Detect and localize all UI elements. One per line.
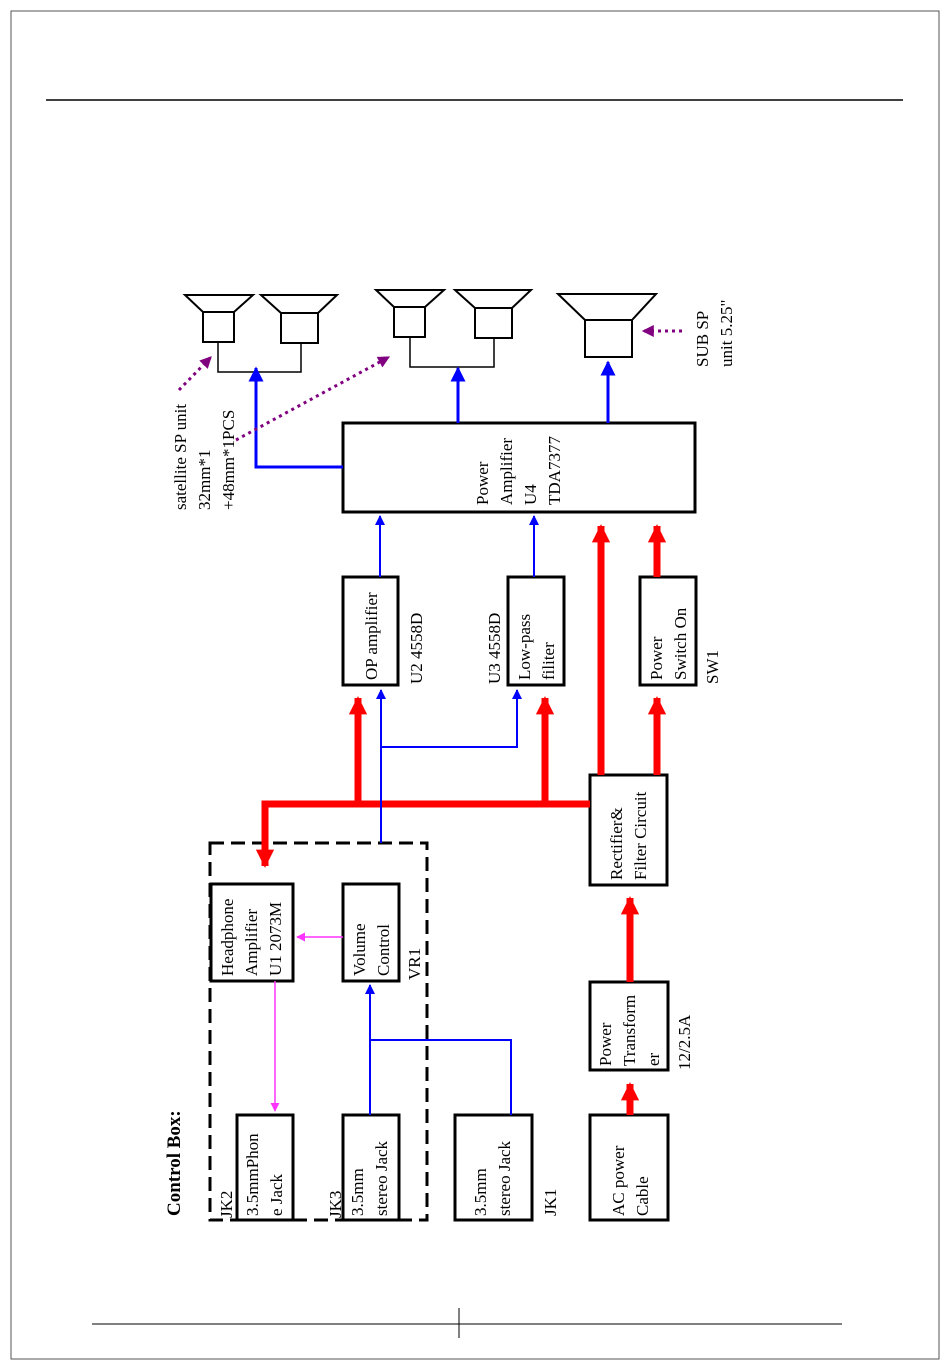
satellite-line-3: +48mm*1PCS <box>219 410 238 510</box>
mid-speaker-wire <box>409 337 495 368</box>
phone-jack-jk2-block <box>235 1113 295 1222</box>
volume-control-block <box>341 882 401 983</box>
lowpass-line-2: filiter <box>539 642 558 680</box>
phone-jack-line-2: e Jack <box>267 1173 286 1216</box>
u2-label: U2 4558D <box>407 613 426 684</box>
power-amp-line-3: U4 <box>521 484 540 505</box>
output-to-satellite <box>248 366 343 469</box>
rectifier-to-headphone-amp <box>255 800 590 868</box>
sat-speaker-wire <box>217 342 302 373</box>
headphone-amplifier-block <box>209 882 295 983</box>
transformer-line-2: Transform <box>620 995 639 1066</box>
ac-power-line-1: AC power <box>609 1145 628 1216</box>
headphone-amp-line-1: Headphone <box>218 899 237 976</box>
power-lines <box>255 524 667 1115</box>
stereo-jack-jk3-block <box>341 1113 401 1222</box>
speaker-sat-1-icon <box>182 294 256 343</box>
headphone-amp-line-3: U1 2073M <box>266 902 285 976</box>
jk3-jack-line-1: 3.5mm <box>348 1168 367 1216</box>
op-amplifier-block <box>341 575 400 687</box>
sw1-label: SW1 <box>703 650 722 684</box>
sub-line-1: SUB SP <box>693 311 712 367</box>
jk1-jack-line-1: 3.5mm <box>471 1168 490 1216</box>
power-amp-line-1: Power <box>473 461 492 505</box>
rectifier-block <box>588 773 669 887</box>
transformer-rating: 12/2.5A <box>675 1014 694 1070</box>
satellite-pointer-2 <box>235 355 391 442</box>
ac-power-line-2: Cable <box>633 1176 652 1216</box>
volume-line-1: Volume <box>350 923 369 976</box>
op-amp-label: OP amplifier <box>362 592 381 680</box>
volume-to-lowpass <box>381 689 522 748</box>
transformer-block <box>588 980 670 1072</box>
control-box-frame <box>208 841 429 1222</box>
power-switch-block <box>638 575 698 687</box>
jk1-label: JK1 <box>541 1189 560 1216</box>
speaker-sub-icon <box>555 293 659 358</box>
signal-lines <box>365 689 522 1115</box>
jk1-jack-line-2: stereo Jack <box>495 1140 514 1216</box>
volume-line-2: Control <box>374 924 393 976</box>
stereo-jack-jk1-block <box>453 1113 534 1222</box>
speaker-sat-2-icon <box>258 294 340 344</box>
page-border <box>10 10 940 1360</box>
satellite-pointer-1 <box>177 355 213 392</box>
control-box-label: Control Box: <box>164 1110 185 1216</box>
transformer-line-3: er <box>644 1052 663 1066</box>
jk3-label: JK3 <box>326 1191 345 1218</box>
headphone-amp-line-2: Amplifier <box>242 909 261 976</box>
lowpass-filter-block <box>506 575 566 687</box>
rectifier-line-1: Rectifier& <box>607 807 626 880</box>
ac-power-block <box>588 1113 670 1222</box>
speaker-mid-2-icon <box>452 289 534 339</box>
transformer-line-1: Power <box>596 1022 615 1066</box>
lowpass-line-1: Low-pass <box>515 614 534 680</box>
satellite-line-1: satellite SP unit <box>171 404 190 510</box>
phone-jack-line-1: 3.5mmPhon <box>243 1133 262 1216</box>
power-switch-line-1: Power <box>647 636 666 680</box>
jk3-jack-line-2: stereo Jack <box>372 1140 391 1216</box>
satellite-line-2: 32mm*1 <box>195 450 214 510</box>
power-amplifier-block <box>341 421 697 514</box>
jk1-signal <box>370 1039 512 1115</box>
rectifier-line-2: Filter Circuit <box>631 791 650 880</box>
jk2-label: JK2 <box>217 1191 236 1218</box>
power-amp-line-4: TDA7377 <box>545 436 564 505</box>
speaker-mid-1-icon <box>373 289 447 338</box>
power-amp-line-2: Amplifier <box>497 438 516 505</box>
power-switch-line-2: Switch On <box>671 607 690 680</box>
sub-line-2: unit 5.25" <box>717 300 736 367</box>
vr1-label: VR1 <box>405 948 424 980</box>
u3-label: U3 4558D <box>485 613 504 684</box>
